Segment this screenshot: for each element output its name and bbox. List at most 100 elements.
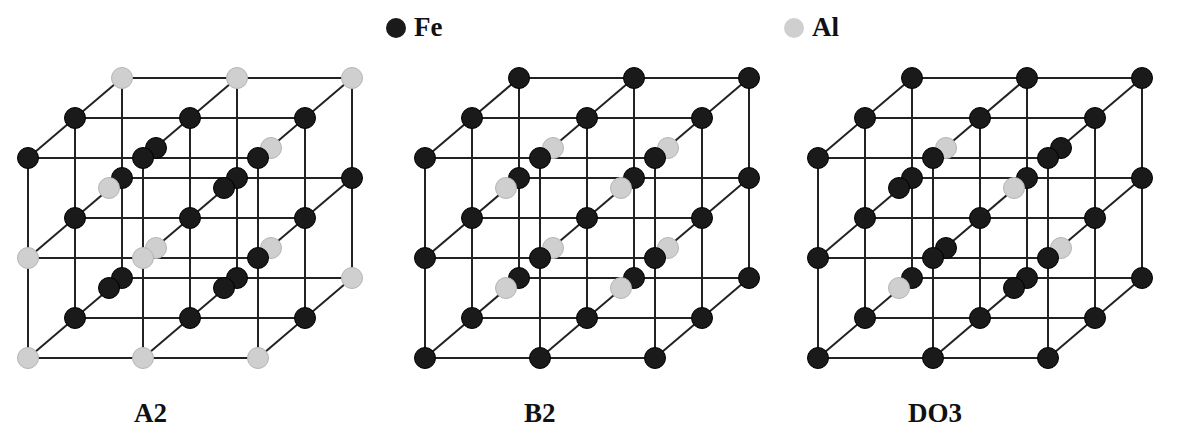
structure-label: B2 [524, 398, 556, 429]
al-atom [611, 178, 632, 199]
fe-atom [889, 178, 910, 199]
fe-atom [462, 208, 483, 229]
fe-atom [645, 148, 666, 169]
fe-atom [855, 308, 876, 329]
al-atom [18, 348, 39, 369]
fe-atom [214, 278, 235, 299]
fe-atom [577, 308, 598, 329]
fe-atom [248, 148, 269, 169]
fe-atom [855, 108, 876, 129]
fe-atom [1085, 308, 1106, 329]
fe-atom [415, 248, 436, 269]
fe-atom [65, 108, 86, 129]
fe-atom [180, 208, 201, 229]
fe-atom [1004, 278, 1025, 299]
al-atom [227, 68, 248, 89]
fe-atom [295, 308, 316, 329]
fe-atom [180, 308, 201, 329]
al-atom [133, 248, 154, 269]
structure-label: DO3 [908, 398, 962, 429]
fe-atom [415, 348, 436, 369]
lattice-line [540, 178, 634, 258]
al-atom [18, 248, 39, 269]
fe-atom [1038, 148, 1059, 169]
lattice-line [655, 78, 749, 158]
fe-atom [1038, 248, 1059, 269]
fe-atom [133, 148, 154, 169]
fe-atom [923, 348, 944, 369]
legend-item: Al [784, 12, 839, 43]
fe-atom [1132, 68, 1153, 89]
fe-atom [295, 108, 316, 129]
al-atom [99, 178, 120, 199]
fe-atom [808, 248, 829, 269]
lattice-line [1048, 78, 1142, 158]
fe-atom [970, 108, 991, 129]
al-atom [496, 278, 517, 299]
fe-atom [1132, 268, 1153, 289]
fe-atom [923, 248, 944, 269]
fe-atom [808, 148, 829, 169]
fe-atom [65, 308, 86, 329]
fe-atom [18, 148, 39, 169]
lattice-line [258, 78, 352, 158]
fe-atom [739, 68, 760, 89]
fe-atom [739, 168, 760, 189]
fe-atom [530, 248, 551, 269]
fe-atom [645, 348, 666, 369]
fe-atom [415, 148, 436, 169]
fe-atom [180, 108, 201, 129]
fe-atom [577, 108, 598, 129]
fe-atom [808, 348, 829, 369]
fe-atom [923, 148, 944, 169]
fe-atom [530, 148, 551, 169]
fe-atom [624, 68, 645, 89]
fe-atom [1085, 208, 1106, 229]
fe-atom [1132, 168, 1153, 189]
al-atom [496, 178, 517, 199]
fe-atom [692, 108, 713, 129]
al-atom [112, 68, 133, 89]
fe-atom [1038, 348, 1059, 369]
fe-atom [530, 348, 551, 369]
lattice-line [258, 178, 352, 258]
lattice-line [143, 178, 237, 258]
lattice-line [933, 178, 1027, 258]
al-atom [611, 278, 632, 299]
structure-label: A2 [134, 398, 167, 429]
fe-atom [509, 68, 530, 89]
al-atom [248, 348, 269, 369]
al-atom [133, 348, 154, 369]
legend-item: Fe [386, 12, 442, 43]
legend-text: Fe [414, 12, 442, 43]
fe-atom [692, 208, 713, 229]
fe-atom [970, 208, 991, 229]
fe-atom [214, 178, 235, 199]
fe-atom [739, 268, 760, 289]
legend-swatch [784, 18, 804, 38]
al-atom [342, 68, 363, 89]
fe-atom [1085, 108, 1106, 129]
legend-swatch [386, 18, 406, 38]
fe-atom [99, 278, 120, 299]
fe-atom [248, 248, 269, 269]
fe-atom [342, 168, 363, 189]
al-atom [889, 278, 910, 299]
fe-atom [462, 108, 483, 129]
fe-atom [692, 308, 713, 329]
lattice-line [1048, 178, 1142, 258]
fe-atom [855, 208, 876, 229]
al-atom [1004, 178, 1025, 199]
fe-atom [295, 208, 316, 229]
fe-atom [1017, 68, 1038, 89]
fe-atom [970, 308, 991, 329]
fe-atom [577, 208, 598, 229]
fe-atom [902, 68, 923, 89]
fe-atom [65, 208, 86, 229]
fe-atom [645, 248, 666, 269]
al-atom [342, 268, 363, 289]
fe-atom [462, 308, 483, 329]
legend-text: Al [812, 12, 839, 43]
lattice-line [655, 178, 749, 258]
